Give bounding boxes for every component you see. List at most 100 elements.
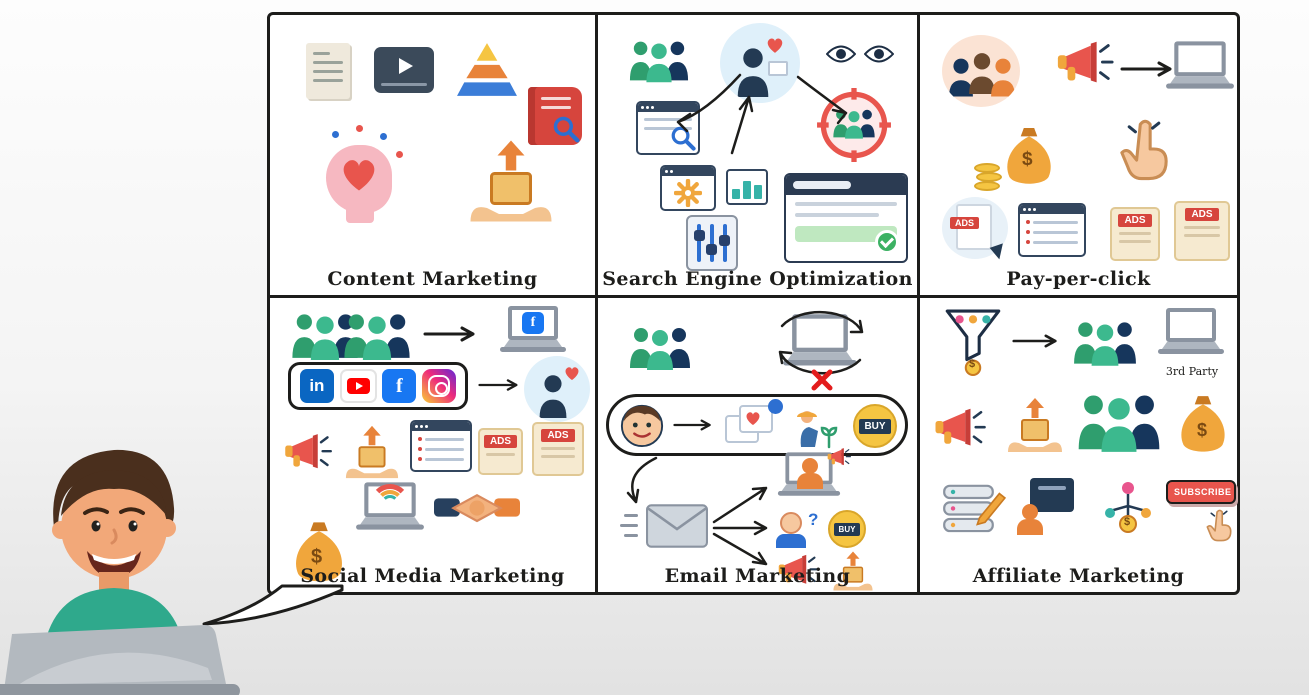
content-pyramid-icon (456, 41, 518, 97)
envelope-icon (620, 504, 710, 550)
megaphone-icon (1054, 37, 1116, 89)
panel-label: Content Marketing (327, 268, 538, 290)
laptop-icon (1156, 306, 1226, 358)
like-icon (768, 399, 783, 414)
megaphone-icon (282, 430, 334, 474)
facebook-icon: f (382, 369, 417, 403)
settings-browser-icon (660, 165, 716, 211)
speech-tail (202, 584, 344, 626)
fan-arrows-icon (712, 486, 768, 566)
person-figure (797, 458, 823, 489)
video-player-icon (374, 47, 434, 93)
youtube-icon (339, 369, 377, 403)
ad-screen-icon (1164, 39, 1236, 93)
arrow-right-icon (1012, 334, 1064, 348)
panel-label: Affiliate Marketing (972, 565, 1185, 587)
subscribe-button-icon: SUBSCRIBE (1166, 480, 1236, 544)
handshake-icon (434, 480, 520, 534)
ranking-sliders-icon (686, 215, 738, 271)
rainbow-arc (381, 495, 399, 504)
instagram-icon (422, 369, 457, 403)
arrow-right-icon (422, 326, 484, 342)
rainbow-arc (370, 484, 410, 504)
person-figure (1017, 504, 1043, 535)
click-hand-icon (1206, 508, 1232, 542)
panel-label: Pay-per-click (1006, 268, 1151, 290)
customer-avatar-icon (619, 402, 665, 448)
ads-card-icon: ADS (532, 422, 584, 476)
product-box-icon (342, 424, 402, 480)
nurture-icon (791, 405, 841, 451)
audience-icon (1072, 318, 1138, 366)
click-hand-icon (1118, 117, 1170, 181)
panel-label: Email Marketing (664, 565, 851, 587)
money-bag-icon: $ (286, 516, 352, 588)
panel-seo: Search Engine Optimization (598, 15, 920, 298)
analytics-card-icon (726, 169, 768, 205)
panel-label: Search Engine Optimization (602, 268, 913, 290)
rainbow-arc (376, 490, 404, 504)
ads-document-icon: ADS (942, 197, 1010, 260)
social-laptop-icon: f (498, 304, 568, 360)
money-bag-icon: $ (1174, 392, 1234, 458)
buy-button-icon: BUY (853, 404, 897, 448)
sync-arrows-icon (778, 310, 864, 375)
rainbow-laptop-icon (354, 480, 426, 538)
funnel-icon: $ (944, 308, 1002, 378)
content-promotion-icon (720, 23, 800, 103)
arrow-right-icon (673, 418, 717, 432)
card-icon (768, 61, 788, 76)
ads-card-icon: ADS (1110, 207, 1160, 261)
presenter-character (0, 449, 240, 695)
ads-card-icon: ADS (478, 428, 523, 475)
search-results-icon (784, 173, 908, 263)
money-bag-icon: $ (974, 119, 1058, 195)
article-icon (306, 43, 350, 99)
tracking-icon (942, 482, 1006, 536)
audience-icon (628, 324, 692, 370)
cursor-icon (989, 239, 1010, 260)
product-box-icon (1004, 396, 1066, 454)
book-research-icon (528, 87, 582, 145)
heart-icon (745, 411, 761, 426)
audience-icon (1076, 390, 1162, 452)
megaphone-icon (932, 404, 988, 452)
person-icon (990, 57, 1016, 97)
gear-icon (674, 179, 702, 207)
ads-card-icon: ADS (1174, 201, 1230, 261)
linkedin-icon: in (299, 369, 334, 403)
cross-icon (811, 369, 833, 391)
ads-list-icon (1018, 203, 1086, 257)
speech-bubble: Content Marketing (267, 12, 1240, 595)
panel-email: BUY (598, 298, 920, 592)
heart-icon (340, 157, 378, 193)
ads-list-icon (410, 420, 472, 472)
social-platforms-icon: in f (288, 362, 468, 410)
third-party-laptop-icon: 3rd Party (1156, 306, 1228, 378)
panel-content-marketing: Content Marketing (270, 15, 598, 298)
search-browser-icon (636, 101, 700, 155)
heart-icon (766, 37, 784, 54)
curve-arrow-icon (626, 456, 658, 504)
magnifier-icon (552, 115, 580, 143)
product-launch-icon (466, 137, 556, 225)
panel-social-media: f in f ADS ADS (270, 298, 598, 592)
emotional-branding-icon (322, 125, 414, 225)
customer-journey-group: BUY (606, 394, 908, 456)
ad-display-icon (776, 450, 848, 506)
engagement-icon (524, 356, 590, 422)
laptop-sync-icon (766, 302, 876, 384)
panel-pay-per-click: $ ADS ADS ADS Pay-per-click (920, 15, 1237, 298)
check-icon (875, 230, 899, 254)
buy-button-icon: BUY (828, 510, 866, 548)
megaphone-icon (826, 446, 852, 468)
social-content-icon (725, 399, 783, 449)
facebook-chip-icon: f (522, 312, 544, 334)
flow-arrows-icon (676, 73, 848, 155)
decision-icon: ? BUY (776, 508, 876, 550)
commission-network-icon: $ (1100, 480, 1158, 538)
mail-icon (646, 504, 708, 548)
arrow-right-icon (478, 378, 524, 392)
panel-affiliate: $ 3rd Party $ $ (920, 298, 1237, 592)
